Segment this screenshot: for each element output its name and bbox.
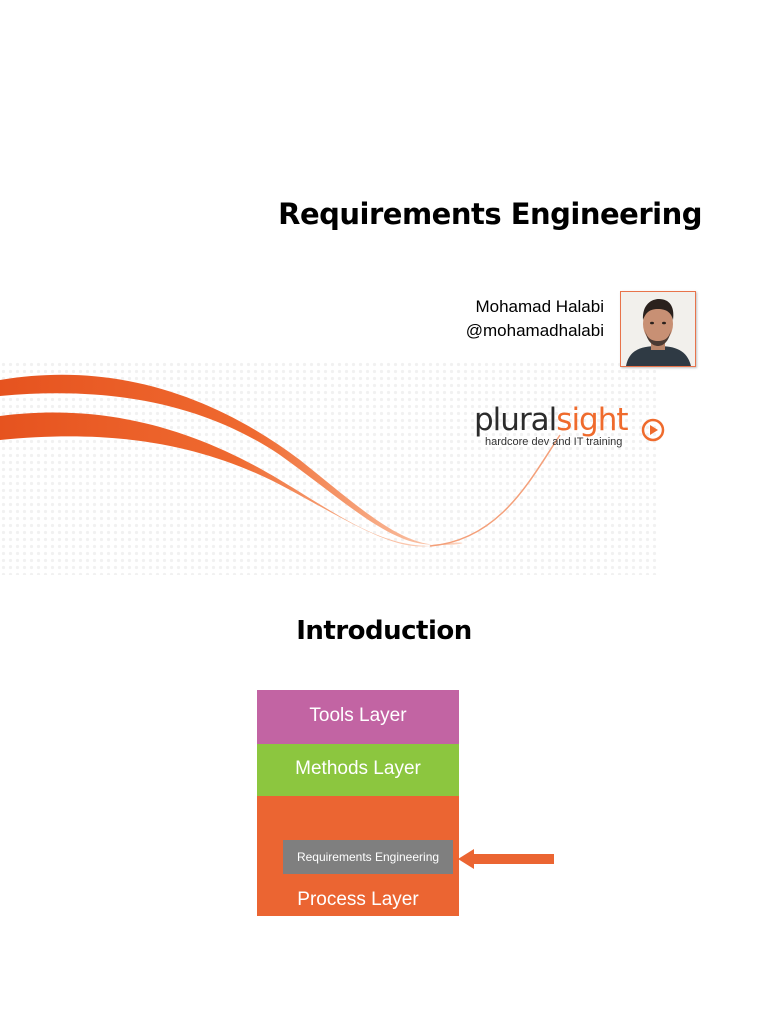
person-avatar-icon — [621, 292, 695, 366]
methods-layer: Methods Layer — [257, 744, 459, 796]
author-info: Mohamad Halabi @mohamadhalabi — [466, 295, 604, 343]
pluralsight-logo: pluralsight hardcore dev and IT training — [474, 402, 674, 452]
play-icon — [641, 418, 665, 442]
title-slide: Requirements Engineering Mohamad Halabi … — [0, 197, 702, 575]
introduction-slide: Introduction Tools Layer Methods Layer R… — [0, 580, 768, 1024]
requirements-engineering-box: Requirements Engineering — [283, 840, 453, 874]
process-layer: Requirements Engineering Process Layer — [257, 796, 459, 916]
logo-wordmark: pluralsight — [474, 402, 629, 438]
slide-title: Requirements Engineering — [278, 197, 702, 231]
logo-tagline: hardcore dev and IT training — [485, 436, 623, 448]
layer-stack-diagram: Tools Layer Methods Layer Requirements E… — [257, 690, 459, 916]
left-arrow-icon — [458, 849, 554, 869]
author-photo — [620, 291, 696, 367]
tools-layer: Tools Layer — [257, 690, 459, 744]
swoosh-graphic — [0, 360, 660, 575]
slide-heading: Introduction — [296, 616, 472, 646]
author-handle: @mohamadhalabi — [465, 321, 604, 340]
author-name: Mohamad Halabi — [475, 297, 604, 316]
process-layer-label: Process Layer — [297, 889, 419, 910]
